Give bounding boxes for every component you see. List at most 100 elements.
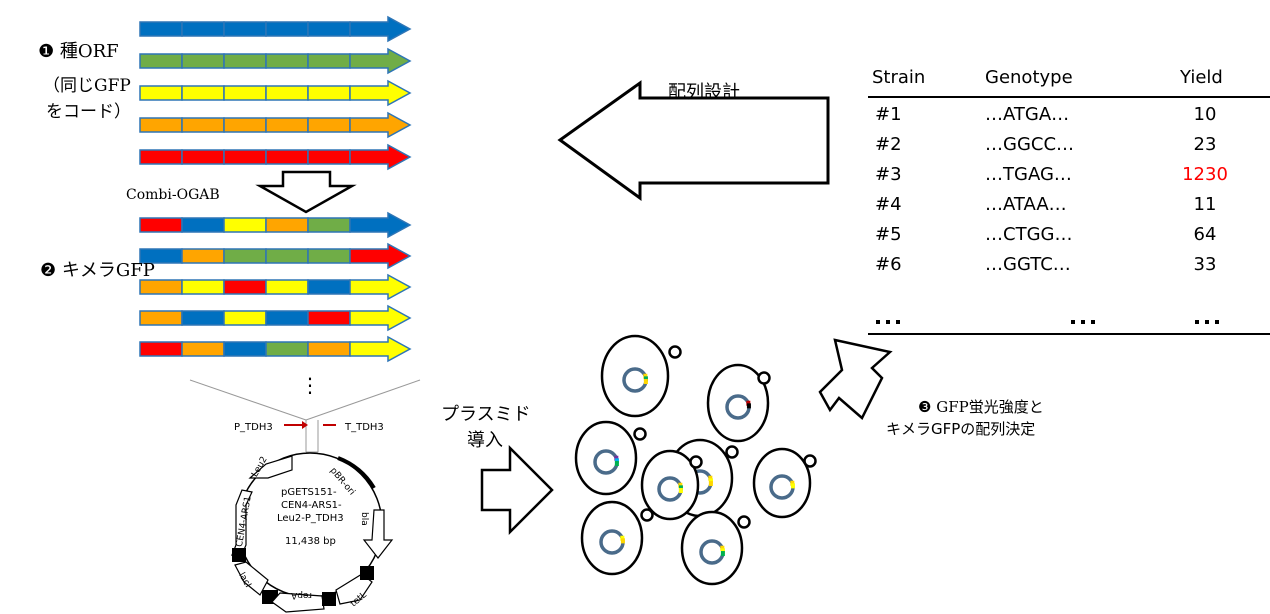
yeast-bud [640,508,654,522]
orf-segment [307,21,351,37]
step3-label-line1: ❸ GFP蛍光強度と [918,398,1044,416]
table-cell-yield: 23 [1193,134,1217,155]
orf-segment [181,279,225,295]
ring-stripe [790,480,795,486]
step1-label-line3: をコード） [46,102,131,122]
header-strain: Strain [872,67,926,88]
step1-label-line2: （同じGFP [43,76,131,96]
laci-feature [234,561,269,596]
table-cell-yield: 10 [1193,104,1217,125]
orf-segment [139,310,183,326]
plasmid-name-line3: Leu2-P_TDH3 [277,513,344,524]
orf-segment [223,341,267,357]
plasmid-size: 11,438 bp [285,536,336,547]
seed-orf-arrows [139,15,412,171]
table-cell-strain: #3 [875,164,902,185]
orf-segment [265,117,309,133]
orf-segment [139,117,183,133]
ring-stripe [643,376,648,382]
yeast-cell [680,510,751,586]
header-genotype: Genotype [985,67,1073,88]
ring-stripe [790,483,795,489]
yeast-cell [574,420,647,496]
marker-block [322,592,336,606]
orf-segment [181,53,225,69]
orf-segment [307,149,351,165]
orf-segment [181,248,225,264]
ring-stripe [614,458,619,464]
orf-segment [265,310,309,326]
sequence-design-label: 配列設計 [668,82,740,103]
orf-segment [139,341,183,357]
yeast-bud [757,371,771,385]
ring-stripe [720,551,725,557]
orf-arrowhead [349,273,412,301]
orf-segment [265,53,309,69]
orf-segment [265,149,309,165]
orf-segment [265,21,309,37]
orf-segment [223,310,267,326]
ring-stripe [720,545,725,551]
yeast-cell [600,334,682,418]
table-cell-yield: 11 [1193,194,1217,215]
orf-segment [307,341,351,357]
yeast-bud [689,455,703,469]
header-yield: Yield [1180,67,1223,88]
table-cell-genotype: …GGTC… [985,254,1071,275]
yeast-bud [737,515,751,529]
orf-arrowhead [349,111,412,139]
chimeric-orf [139,211,412,239]
orf-arrowhead [349,211,412,239]
chimeric-orf [139,273,412,301]
seed-orf [139,143,412,171]
ring-stripe [643,373,648,379]
orf-segment [139,21,183,37]
seed-orf [139,79,412,107]
yeast-cells [574,334,817,586]
table-cell-strain: #2 [875,134,902,155]
orf-segment [223,279,267,295]
yeast-cell [640,449,703,521]
yeast-cell [752,447,817,519]
orf-segment [223,149,267,165]
ring-stripe [678,482,683,488]
table-cell-yield: 1230 [1182,164,1228,185]
table-cell-strain: #1 [875,104,902,125]
table-cell-yield: 33 [1193,254,1217,275]
chimeric-orf [139,335,412,363]
table-top-rule [868,96,1270,98]
combi-ogab-arrow [255,170,357,214]
yeast-bud [725,445,739,459]
orf-segment [223,53,267,69]
orf-arrowhead [349,15,412,43]
plasmid-map [189,379,421,613]
screening-arrow [818,338,893,421]
orf-segment [265,248,309,264]
orf-segment [307,279,351,295]
orf-segment [181,117,225,133]
ring-stripe [746,400,751,406]
table-bottom-rule [868,333,1270,335]
seed-orf [139,111,412,139]
orf-arrowhead [349,47,412,75]
bla-feature [362,509,394,559]
ring-stripe [620,538,625,544]
ring-stripe [620,535,625,541]
step1-label: ❶ 種ORF [38,41,119,62]
table-cell-strain: #4 [875,194,902,215]
tetl-feature [335,573,373,605]
plasmid-introduction-arrow [480,444,554,536]
pbr-ori-feature [337,456,376,490]
table-cell-genotype: …ATAA… [985,194,1067,215]
ring-stripe [678,488,683,494]
orf-segment [139,85,183,101]
orf-segment [181,217,225,233]
orf-segment [265,217,309,233]
chimeric-orf [139,304,412,332]
orf-segment [307,53,351,69]
repa-label: repA [291,590,312,600]
orf-segment [265,85,309,101]
table-cell-genotype: …GGCC… [985,134,1075,155]
step3-label-line2: キメラGFPの配列決定 [886,420,1036,438]
